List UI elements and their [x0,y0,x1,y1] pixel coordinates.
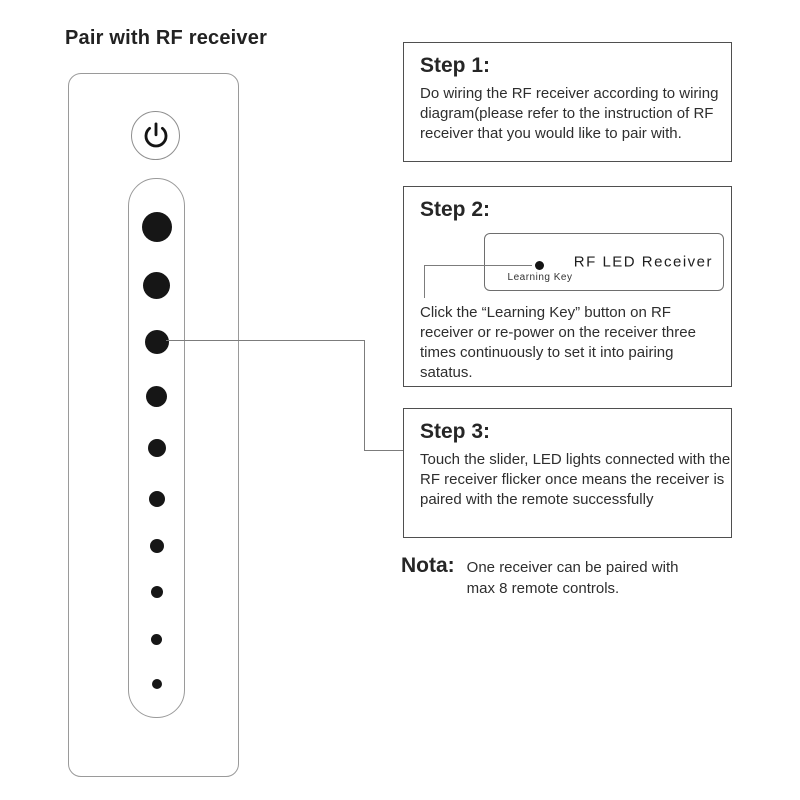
slider-dot [151,633,162,645]
power-button [131,111,180,160]
slider-dot [141,212,172,242]
learning-key-pointer-line-horizontal [424,265,532,266]
step3-box: Step 3: Touch the slider, LED lights con… [403,408,732,538]
step2-body: Click the “Learning Key” button on RF re… [420,304,696,381]
step3-heading: Step 3: [420,420,491,443]
step1-box: Step 1: Do wiring the RF receiver accord… [403,42,732,162]
slider-dot [148,491,165,507]
slider-dot [143,271,170,299]
learning-key-label: Learning Key [507,272,573,283]
touch-slider [128,178,185,718]
learning-key-dot [535,261,544,270]
connector-line-vertical [364,340,365,451]
step1-body: Do wiring the RF receiver according to w… [420,85,719,142]
page-title: Pair with RF receiver [65,27,268,49]
slider-dot [151,679,162,689]
remote-control-illustration [68,73,239,777]
power-icon [144,122,167,147]
slider-dot [150,586,163,598]
step2-box: Step 2: Learning Key RF LED Receiver Cli… [403,186,732,387]
learning-key-pointer-line-vertical [424,265,425,298]
connector-line-horizontal [166,340,364,341]
slider-dot [144,330,169,354]
step3-body: Touch the slider, LED lights connected w… [420,451,731,508]
slider-dot [147,439,166,457]
rf-receiver-illustration: Learning Key RF LED Receiver [484,233,724,291]
slider-dot [146,385,167,407]
slider-dot [149,539,164,553]
note-text: One receiver can be paired with max 8 re… [466,559,679,597]
receiver-label: RF LED Receiver [573,253,713,271]
step1-heading: Step 1: [420,54,491,77]
note: Nota: One receiver can be paired with ma… [401,554,702,599]
connector-line-to-step3 [364,450,403,451]
note-label: Nota: [401,554,455,577]
step2-heading: Step 2: [420,198,491,221]
